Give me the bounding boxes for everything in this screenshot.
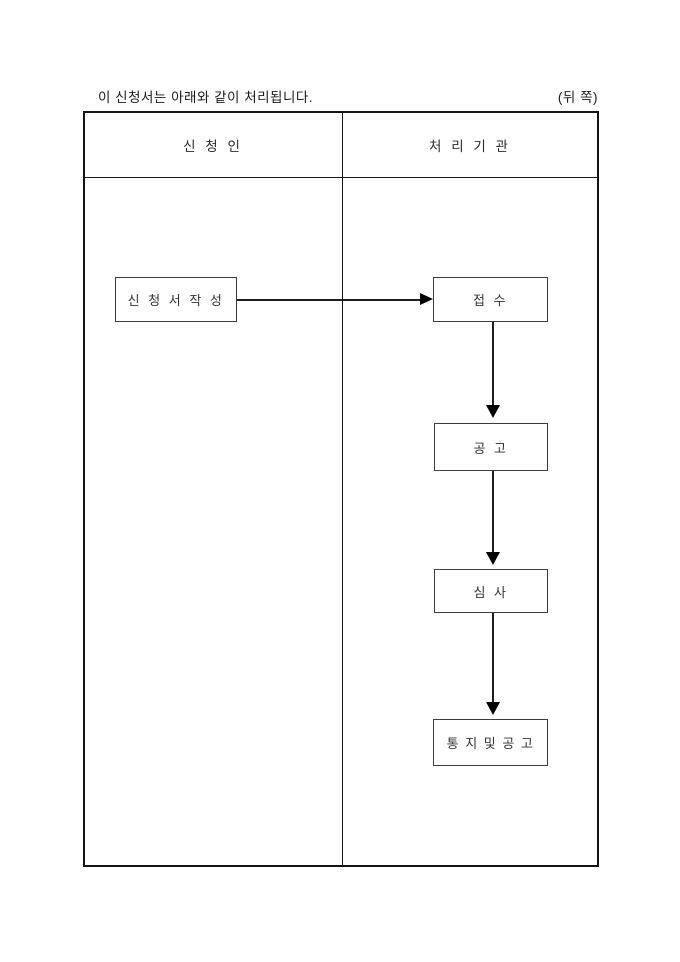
arrow-down-icon (485, 702, 500, 715)
arrow-right-icon (420, 293, 433, 305)
connector-notice-to-review (492, 471, 494, 552)
back-side-label: (뒤 쪽) (557, 90, 598, 105)
flow-box-public-notice: 공 고 (434, 423, 548, 471)
flow-box-review: 심 사 (434, 569, 548, 613)
column-header-agency: 처 리 기 관 (429, 138, 511, 154)
caption-line: 이 신청서는 아래와 같이 처리됩니다. (뒤 쪽) (98, 86, 598, 106)
arrow-down-icon (485, 405, 500, 418)
column-header-applicant: 신 청 인 (183, 138, 243, 154)
arrow-down-icon (485, 552, 500, 565)
connector-receipt-to-notice (492, 322, 494, 405)
header-separator (85, 176, 597, 178)
flow-box-application-writing: 신 청 서 작 성 (115, 277, 237, 322)
flow-box-notification-and-notice: 통 지 및 공 고 (433, 719, 548, 766)
connector-review-to-notify (492, 613, 494, 702)
connector-horizontal (237, 299, 421, 301)
flow-box-receipt: 접 수 (433, 277, 548, 322)
column-divider (341, 113, 343, 865)
intro-text: 이 신청서는 아래와 같이 처리됩니다. (98, 90, 314, 105)
